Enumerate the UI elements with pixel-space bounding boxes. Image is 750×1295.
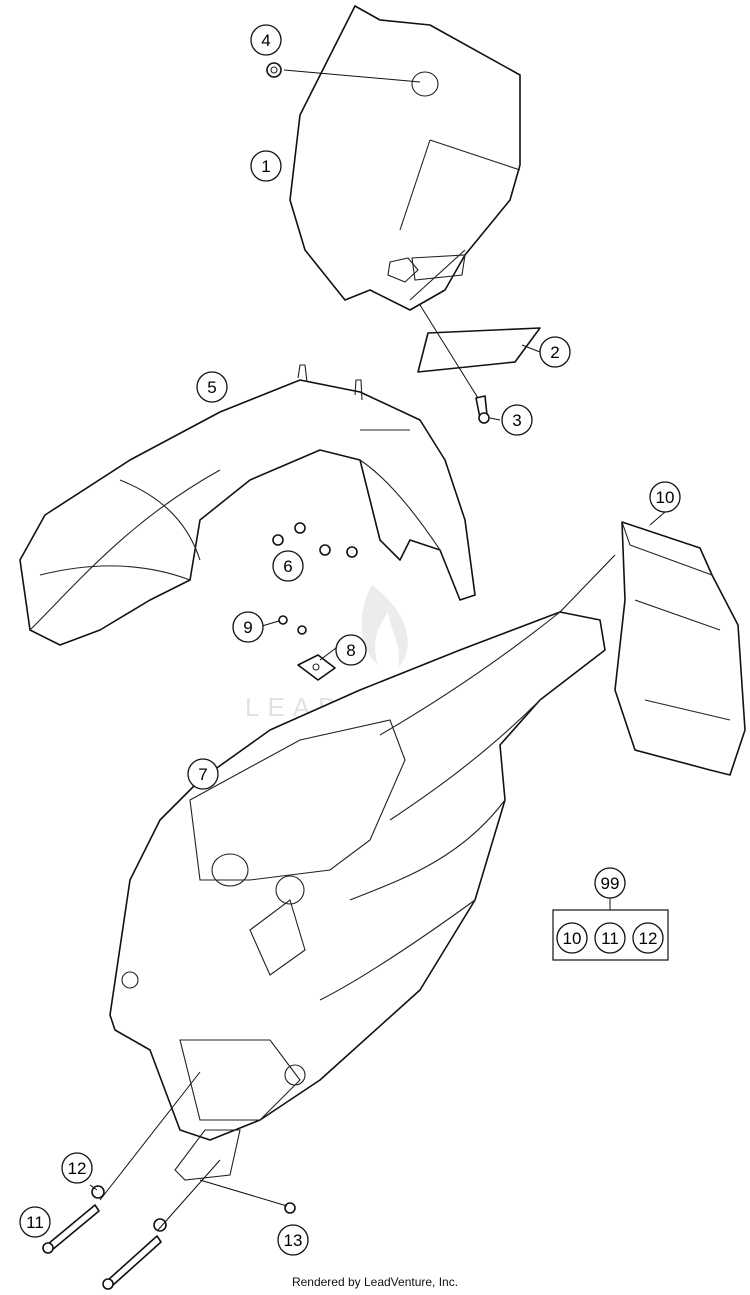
kit-item-12[interactable]: 12 <box>632 922 664 954</box>
fender-screws-6 <box>272 522 358 558</box>
svg-text:12: 12 <box>639 929 658 948</box>
callout-1[interactable]: 1 <box>250 150 282 182</box>
svg-text:6: 6 <box>283 557 292 576</box>
svg-text:10: 10 <box>563 929 582 948</box>
callout-13[interactable]: 13 <box>277 1224 309 1256</box>
callout-11[interactable]: 11 <box>19 1206 51 1238</box>
number-plate <box>289 5 521 311</box>
number-plate-sticker <box>417 327 541 373</box>
svg-text:8: 8 <box>346 641 355 660</box>
svg-text:99: 99 <box>601 874 620 893</box>
callout-8[interactable]: 8 <box>335 634 367 666</box>
svg-text:13: 13 <box>284 1231 303 1250</box>
leader-lines <box>89 69 666 1231</box>
callout-10[interactable]: 10 <box>649 481 681 513</box>
svg-text:7: 7 <box>198 765 207 784</box>
bracket-8 <box>297 654 336 681</box>
callout-4[interactable]: 4 <box>250 24 282 56</box>
callout-6[interactable]: 6 <box>272 550 304 582</box>
callout-5[interactable]: 5 <box>196 371 228 403</box>
nut-4 <box>266 62 282 78</box>
screw-11a <box>42 1204 100 1254</box>
screw-3 <box>475 395 490 424</box>
svg-text:10: 10 <box>656 488 675 507</box>
footer-credit: Rendered by LeadVenture, Inc. <box>292 1275 458 1289</box>
callout-99[interactable]: 99 <box>594 867 626 899</box>
mud-flap-10 <box>614 521 746 776</box>
svg-text:5: 5 <box>207 378 216 397</box>
callout-2[interactable]: 2 <box>539 336 571 368</box>
washer-12b <box>153 1218 167 1232</box>
callout-3[interactable]: 3 <box>501 404 533 436</box>
svg-text:1: 1 <box>261 157 270 176</box>
callout-12[interactable]: 12 <box>61 1152 93 1184</box>
kit-item-11[interactable]: 11 <box>594 922 626 954</box>
screw-13 <box>284 1202 296 1214</box>
svg-text:9: 9 <box>243 618 252 637</box>
svg-text:4: 4 <box>261 31 270 50</box>
kit-item-10[interactable]: 10 <box>556 922 588 954</box>
svg-text:2: 2 <box>550 343 559 362</box>
callout-7[interactable]: 7 <box>187 758 219 790</box>
callout-9[interactable]: 9 <box>232 611 264 643</box>
svg-text:3: 3 <box>512 411 521 430</box>
svg-text:11: 11 <box>601 929 619 948</box>
screw-11b <box>102 1235 162 1290</box>
callouts: 1 2 3 4 5 6 7 8 9 10 11 12 13 99 10 11 1… <box>19 24 681 1256</box>
svg-text:12: 12 <box>68 1159 87 1178</box>
rear-fender <box>109 611 606 1181</box>
front-fender <box>19 364 476 646</box>
svg-text:11: 11 <box>26 1213 44 1232</box>
screw-9 <box>278 615 307 635</box>
